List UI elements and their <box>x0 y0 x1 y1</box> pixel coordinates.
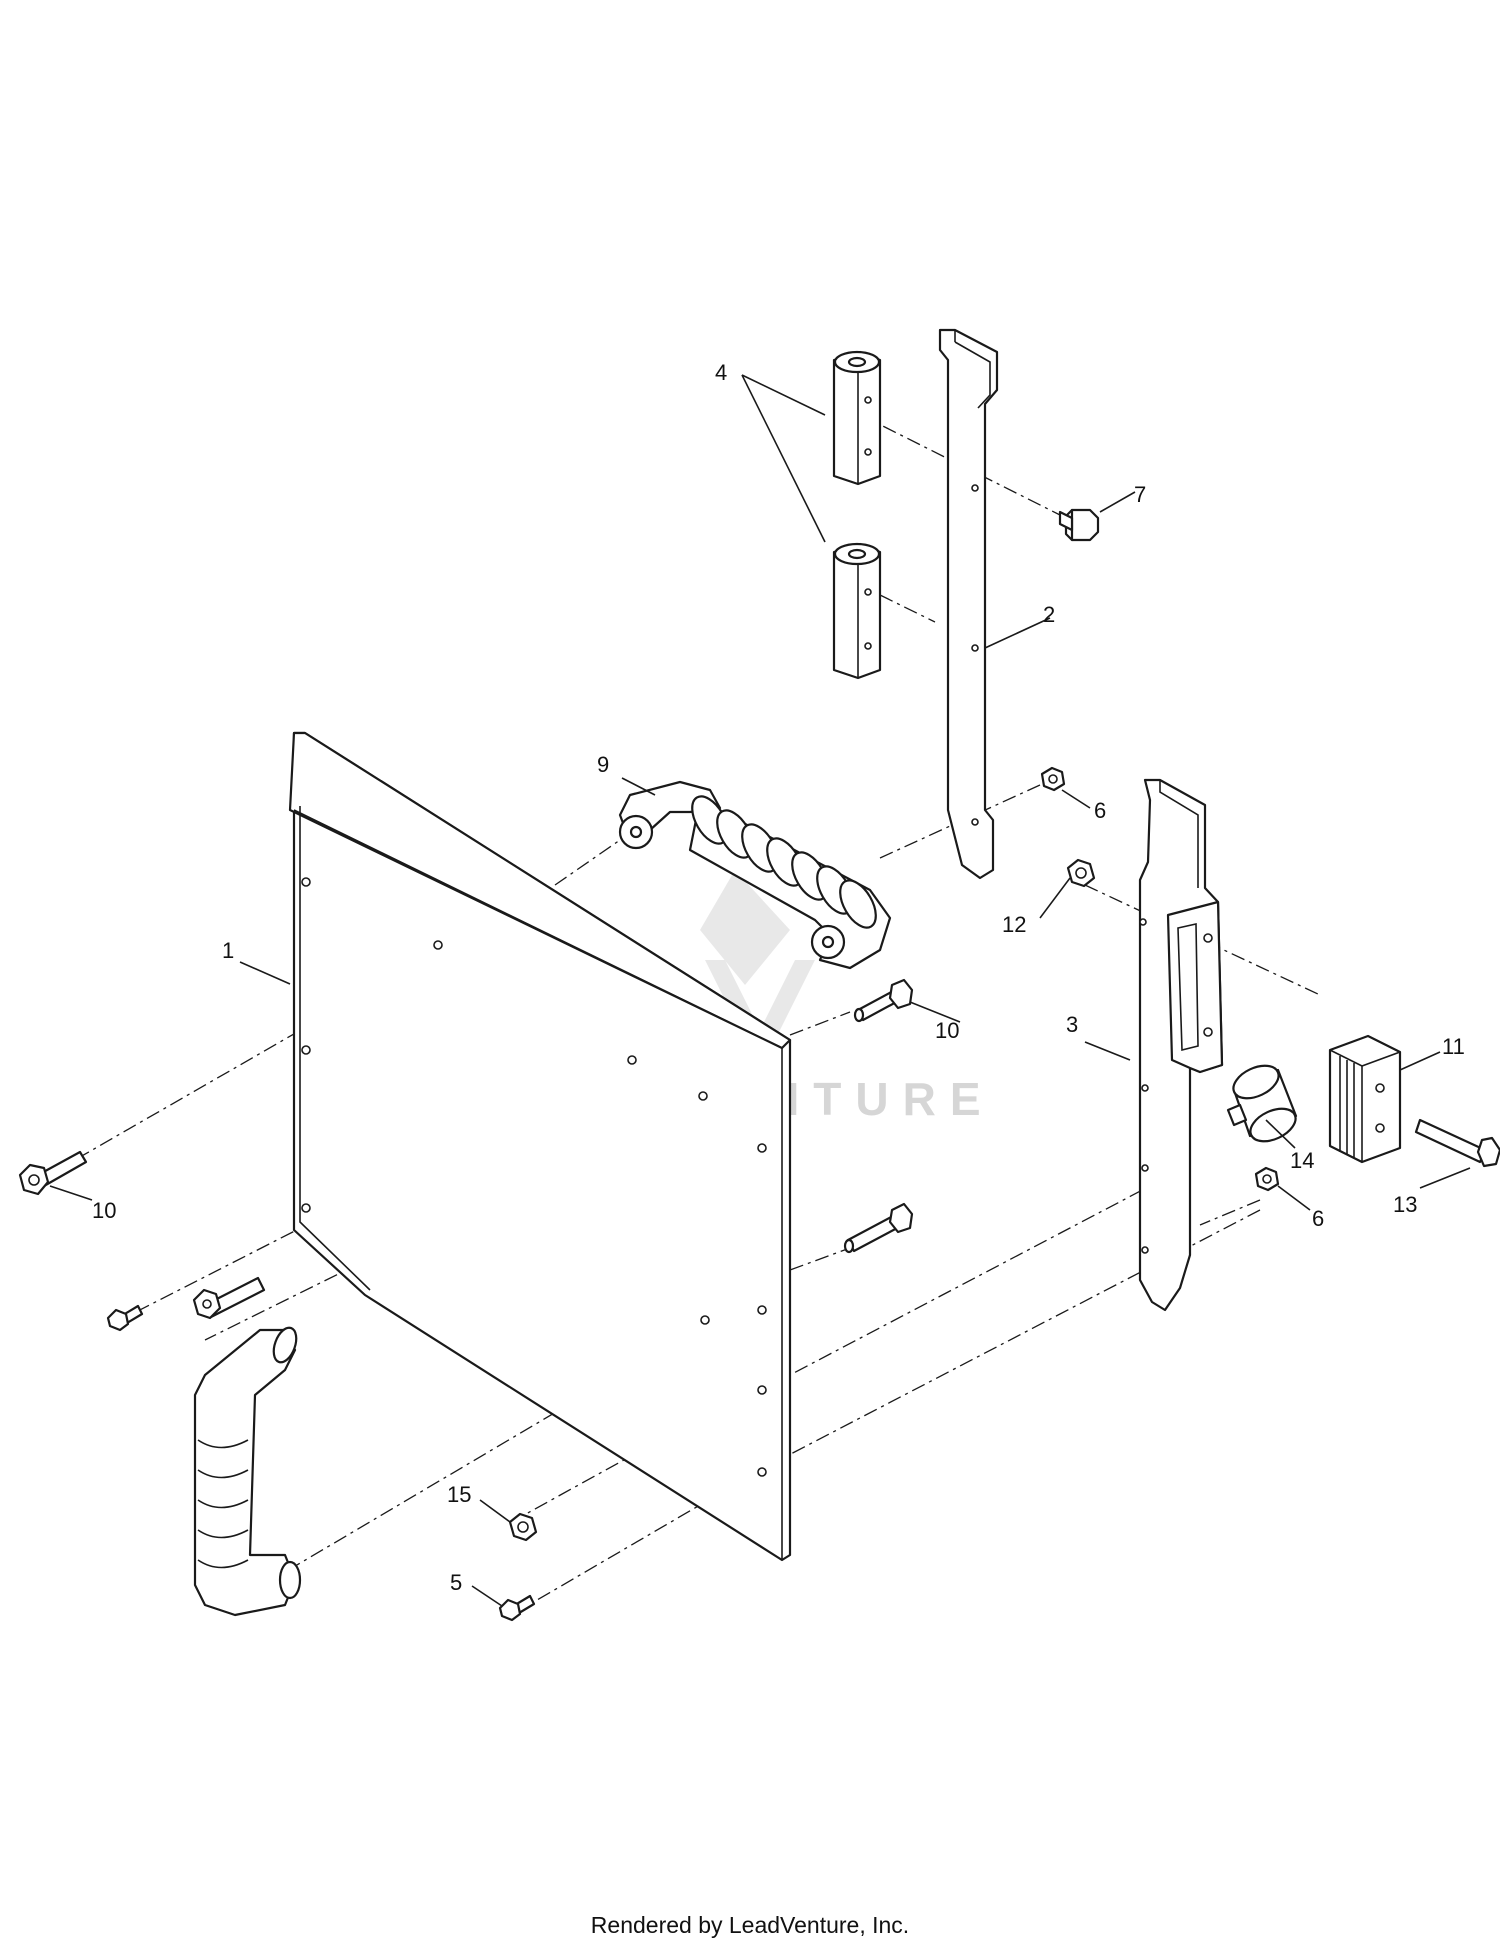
handle-part-9 <box>618 780 892 970</box>
bracket-part-2 <box>938 328 999 880</box>
callout-14: 14 <box>1290 1148 1314 1173</box>
bolt-part-10-upper <box>853 978 914 1023</box>
nut-part-15 <box>508 1512 538 1542</box>
screw-part-5 <box>498 1594 536 1622</box>
bolt-middle-right <box>843 1202 914 1254</box>
handle-grip-rings <box>691 795 877 929</box>
callout-labels: 1 2 3 4 5 6 6 7 9 10 10 11 12 13 14 15 <box>92 360 1465 1595</box>
nut-part-6-upper <box>1040 766 1066 792</box>
isolator-part-11 <box>1328 1034 1402 1164</box>
callout-13: 13 <box>1393 1192 1417 1217</box>
bracket-part-3 <box>1138 778 1224 1312</box>
panel-part-1 <box>288 731 792 1562</box>
callout-6-upper: 6 <box>1094 798 1106 823</box>
nut-part-12 <box>1066 858 1096 888</box>
bolt-part-7 <box>1058 508 1100 542</box>
callout-3: 3 <box>1066 1012 1078 1037</box>
callout-9: 9 <box>597 752 609 777</box>
callout-6-lower: 6 <box>1312 1206 1324 1231</box>
leader-lines <box>49 374 1471 1607</box>
spacer-part-4-lower <box>832 542 882 680</box>
watermark-logo <box>700 870 815 1070</box>
callout-15: 15 <box>447 1482 471 1507</box>
bolt-part-13 <box>1414 1118 1500 1168</box>
callout-10-upper: 10 <box>935 1018 959 1043</box>
callout-7: 7 <box>1134 482 1146 507</box>
callout-1: 1 <box>222 938 234 963</box>
lower-handle-grip-rings <box>197 1439 249 1569</box>
bolt-middle-left <box>192 1276 266 1320</box>
bolt-part-10-left <box>18 1150 88 1196</box>
callout-5: 5 <box>450 1570 462 1595</box>
callout-2: 2 <box>1043 602 1055 627</box>
screw-left-small <box>106 1304 144 1332</box>
callout-11: 11 <box>1442 1034 1465 1059</box>
callout-10-left: 10 <box>92 1198 116 1223</box>
nut-part-6-lower <box>1254 1166 1280 1192</box>
spacer-part-4-upper <box>832 350 882 486</box>
handle-lower <box>193 1326 302 1617</box>
callout-4: 4 <box>715 360 727 385</box>
bumper-part-14 <box>1226 1064 1298 1143</box>
footer-credit: Rendered by LeadVenture, Inc. <box>590 1912 910 1938</box>
callout-12: 12 <box>1002 912 1026 937</box>
